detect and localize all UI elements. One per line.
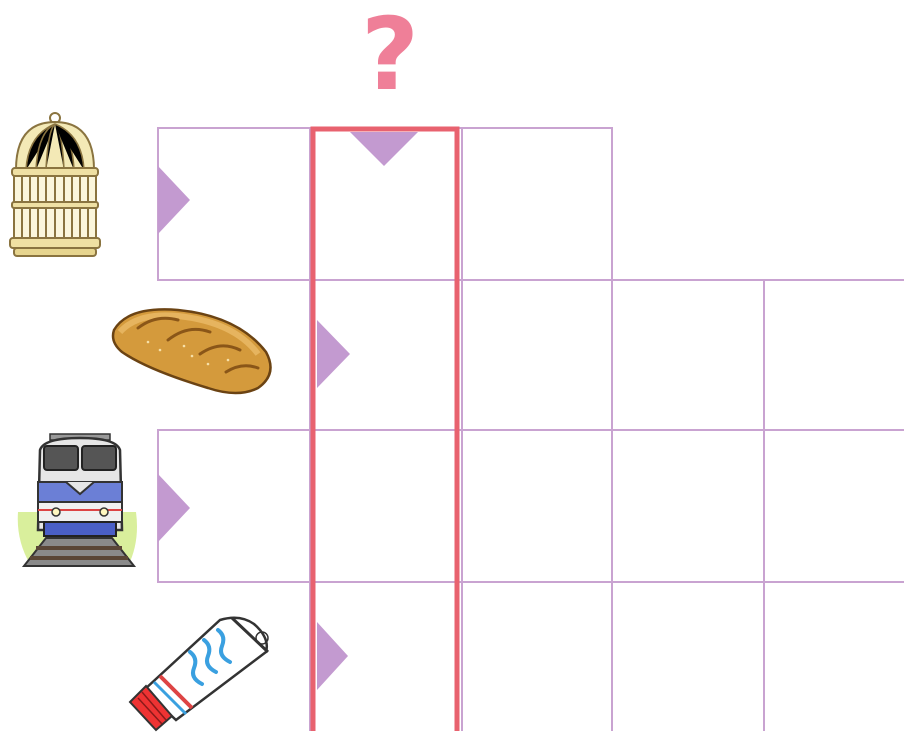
birdcage-icon: [6, 110, 104, 260]
cell-r1-c3[interactable]: [462, 128, 612, 280]
arrow-row-4: [317, 622, 348, 690]
cell-r3-c4[interactable]: [612, 430, 764, 582]
cell-r4-c4[interactable]: [612, 582, 764, 731]
train-icon: [16, 430, 140, 576]
cell-r2-c5[interactable]: [764, 280, 904, 430]
cell-r2-c4[interactable]: [612, 280, 764, 430]
arrow-row-2: [317, 320, 350, 388]
cell-r4-c3[interactable]: [462, 582, 612, 731]
cell-r3-c2[interactable]: [310, 430, 462, 582]
arrow-hidden-column: [350, 132, 418, 166]
arrow-row-1: [158, 166, 190, 234]
cell-r2-c3[interactable]: [462, 280, 612, 430]
cell-r3-c5[interactable]: [764, 430, 904, 582]
bread-icon: [108, 302, 278, 398]
cell-r3-c3[interactable]: [462, 430, 612, 582]
arrow-row-3: [158, 474, 190, 542]
toothpaste-icon: [120, 612, 276, 732]
